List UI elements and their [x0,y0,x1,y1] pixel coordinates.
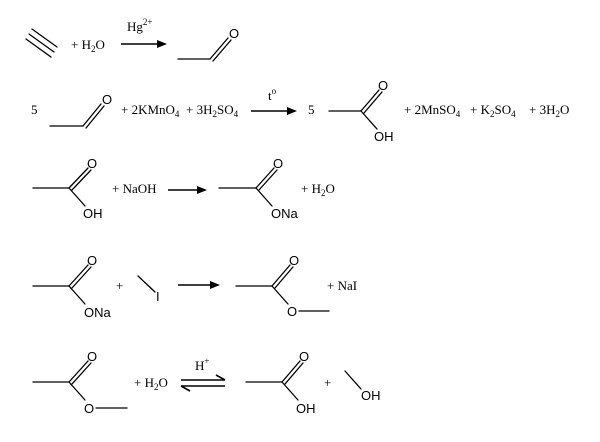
hydroxyl-label: OH [83,206,103,221]
carbonyl-oxygen-label: O [378,78,388,93]
mercury-catalyst: Hg2+ [127,17,152,34]
water-product: + H2O [301,181,335,198]
permanganate-reagent: + 2KMnO4 [121,102,180,119]
carbonyl-oxygen-label: O [87,349,97,364]
carbonyl-oxygen-label: O [273,156,283,171]
plus-sign: + [324,375,331,390]
hydroxyl-label: OH [361,388,381,403]
carbonyl-oxygen-label: O [299,349,309,364]
coefficient-left: 5 [31,102,38,117]
sulfuric-acid-reagent: + 3H2SO4 [186,102,239,119]
sodium-acetate-structure: O ONa [32,253,112,320]
water-product: + 3H2O [529,102,569,119]
acetaldehyde-structure: O [49,92,112,129]
reaction-4: O ONa + I O O + NaI [32,253,357,320]
acetaldehyde-structure: O [177,26,239,62]
carbonyl-oxygen-label: O [87,156,97,171]
sodium-iodide-product: + NaI [327,278,357,293]
water-reagent: + H2O [71,37,105,54]
sodium-hydroxide-reagent: + NaOH [112,181,157,196]
equilibrium-arrow [180,374,226,392]
acetic-acid-structure: O OH [245,349,316,416]
potassium-sulfate-product: + K2SO4 [470,102,516,119]
methyl-acetate-structure: O O [32,349,128,416]
sodium-oxide-label: ONa [84,305,112,320]
iodine-label: I [156,289,160,304]
coefficient-right: 5 [308,102,315,117]
reaction-5: O O + H2O H+ O OH + OH [32,349,381,416]
reaction-3: O OH + NaOH O ONa + H2O [32,156,335,221]
acid-catalyst: H+ [195,356,209,373]
ester-oxygen-label: O [84,401,94,416]
sodium-oxide-label: ONa [271,206,299,221]
hydroxyl-label: OH [374,129,394,144]
manganese-sulfate-product: + 2MnSO4 [404,102,461,119]
methyl-iodide-structure: I [137,275,160,304]
carbonyl-oxygen-label: O [102,92,112,107]
carbonyl-oxygen-label: O [289,253,299,268]
water-reagent: + H2O [134,375,168,392]
methanol-structure: OH [344,370,381,403]
acetic-acid-structure: O OH [32,156,103,221]
reaction-2: 5 O + 2KMnO4 + 3H2SO4 to 5 O OH + 2MnSO4… [31,78,569,144]
heat-condition: to [268,86,277,103]
carbonyl-oxygen-label: O [87,253,97,268]
acetylene-structure [25,28,58,58]
reaction-arrow [178,281,220,289]
plus-sign: + [116,278,123,293]
carbonyl-oxygen-label: O [229,26,239,41]
methyl-acetate-structure: O O [235,253,330,319]
reaction-1: + H2O Hg2+ O [25,17,239,62]
reaction-arrow [168,186,207,194]
reaction-arrow [121,40,167,48]
ester-oxygen-label: O [287,304,297,319]
sodium-acetate-structure: O ONa [218,156,299,221]
hydroxyl-label: OH [296,401,316,416]
acetic-acid-structure: O OH [328,78,394,144]
reaction-arrow [251,107,297,115]
